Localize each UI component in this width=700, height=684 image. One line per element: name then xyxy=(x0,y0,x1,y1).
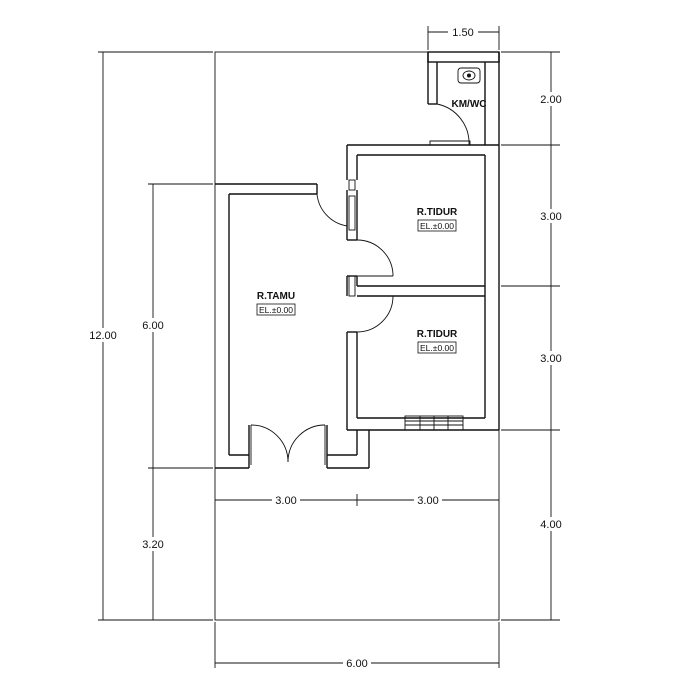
dim-left-tamu: 6.00 xyxy=(142,320,163,332)
dim-middle: 3.00 3.00 xyxy=(215,494,499,507)
tamu-walls xyxy=(215,183,370,469)
dim-left-inner: 6.00 3.20 xyxy=(139,183,213,620)
dim-right-front: 4.00 xyxy=(540,519,561,531)
tidur-top-label: R.TIDUR xyxy=(417,207,458,218)
tamu-label: R.TAMU xyxy=(257,291,295,302)
dim-left-total-text: 12.00 xyxy=(89,330,117,342)
tamu-door-swing xyxy=(316,193,348,227)
toilet-icon xyxy=(457,67,481,84)
tamu-elevation: EL.±0.00 xyxy=(259,305,293,315)
tidur-top-elevation: EL.±0.00 xyxy=(420,221,454,231)
bedroom-window xyxy=(404,415,464,431)
dim-top-text: 1.50 xyxy=(452,27,473,39)
dim-top: 1.50 xyxy=(427,26,500,50)
kmwc-door-swing xyxy=(436,103,470,146)
dim-bottom: 6.00 xyxy=(214,622,500,670)
bedroom-bottom-door-swing xyxy=(356,295,394,333)
dim-mid-right: 3.00 xyxy=(417,495,438,507)
dim-right: 2.00 3.00 3.00 4.00 xyxy=(501,51,565,621)
dim-bottom-text: 6.00 xyxy=(346,658,367,670)
main-double-door xyxy=(250,424,326,465)
dim-left-front: 3.20 xyxy=(142,539,163,551)
kmwc-label: KM/WC xyxy=(452,99,487,110)
dim-right-tidur-top: 3.00 xyxy=(540,211,561,223)
dim-right-tidur-bottom: 3.00 xyxy=(540,353,561,365)
bedroom-walls xyxy=(346,144,500,431)
dim-mid-left: 3.00 xyxy=(275,495,296,507)
tidur-bottom-elevation: EL.±0.00 xyxy=(420,343,454,353)
kmwc-room: KM/WC xyxy=(427,51,500,146)
tidur-bottom-label: R.TIDUR xyxy=(417,329,458,340)
dim-right-kmwc: 2.00 xyxy=(540,94,561,106)
bedroom-top-door-swing xyxy=(356,239,394,277)
dim-left-total: 12.00 xyxy=(88,51,213,621)
